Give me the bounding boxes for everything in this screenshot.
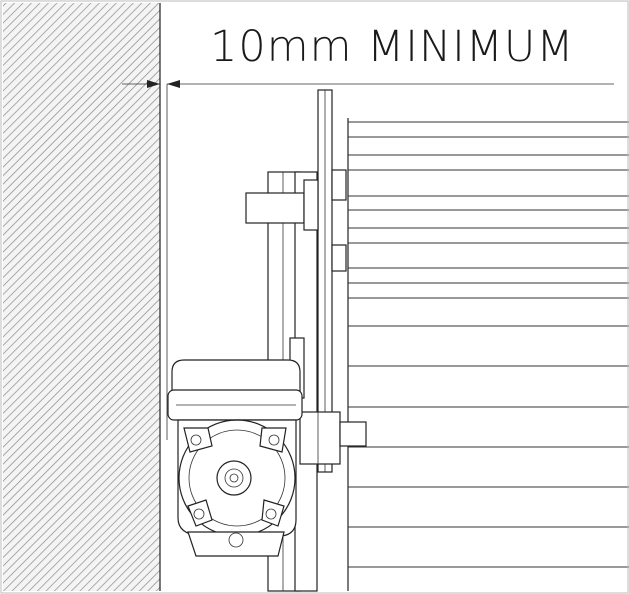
dimension-line: [122, 80, 614, 440]
dimension-label: 10mm MINIMUM: [210, 22, 575, 72]
shaft-clamp: [299, 411, 367, 465]
shutter-slats: [347, 118, 629, 591]
motor-unit: [167, 359, 303, 557]
mounting-plate: [317, 89, 347, 473]
wall-hatched: [3, 3, 161, 591]
